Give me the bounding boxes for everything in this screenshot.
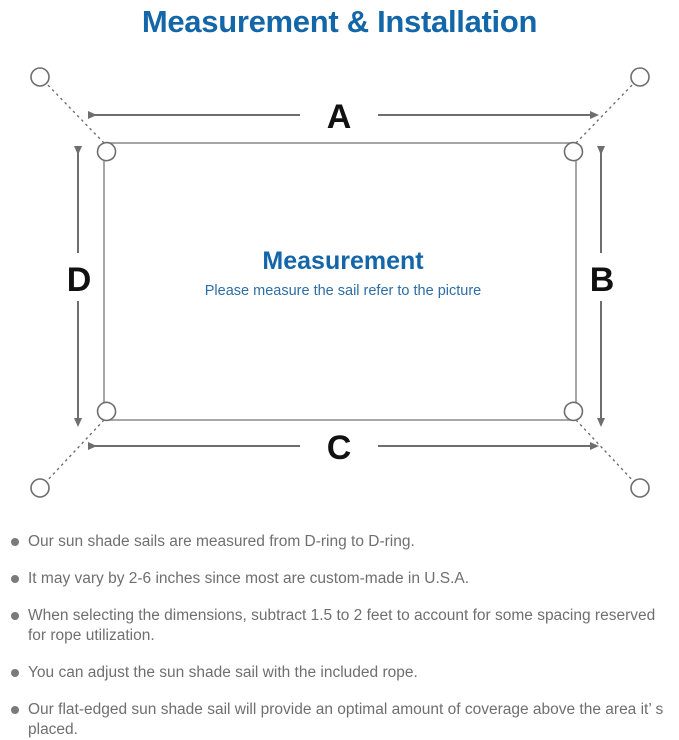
d-ring-top-right: [563, 141, 584, 162]
sail-rectangle: [103, 142, 577, 421]
diagram-center-heading: Measurement: [262, 247, 424, 275]
list-item: It may vary by 2-6 inches since most are…: [0, 569, 679, 589]
anchor-point-top-left: [30, 67, 50, 87]
dimension-b: B: [590, 146, 615, 427]
d-ring-bottom-left: [96, 401, 117, 422]
diagram-center-subtext: Please measure the sail refer to the pic…: [205, 283, 481, 299]
rope-top-left: [43, 80, 105, 144]
bullet-icon: [11, 575, 19, 583]
list-item: When selecting the dimensions, subtract …: [0, 606, 679, 646]
bullet-icon: [11, 669, 19, 677]
rope-bottom-right: [575, 419, 637, 485]
dimension-b-label: B: [590, 261, 615, 299]
dimension-d: D: [67, 146, 92, 427]
anchor-point-top-right: [630, 67, 650, 87]
list-item: You can adjust the sun shade sail with t…: [0, 663, 679, 683]
anchor-point-bottom-right: [630, 478, 650, 498]
rope-top-right: [575, 80, 637, 144]
note-text: Our flat-edged sun shade sail will provi…: [28, 701, 664, 738]
list-item: Our flat-edged sun shade sail will provi…: [0, 700, 679, 740]
dimension-a: A: [88, 98, 599, 136]
rope-bottom-left: [43, 419, 105, 485]
note-text: You can adjust the sun shade sail with t…: [28, 664, 418, 681]
dimension-d-label: D: [67, 261, 92, 299]
dimension-a-label: A: [327, 98, 352, 136]
list-item: Our sun shade sails are measured from D-…: [0, 532, 679, 552]
bullet-icon: [11, 706, 19, 714]
sun-shade-sail-measurement-diagram: A C D B Measurement Please measure the s…: [0, 48, 679, 518]
note-text: When selecting the dimensions, subtract …: [28, 607, 656, 644]
d-ring-bottom-right: [563, 401, 584, 422]
dimension-c-label: C: [327, 429, 352, 467]
anchor-point-bottom-left: [30, 478, 50, 498]
d-ring-top-left: [96, 141, 117, 162]
note-text: Our sun shade sails are measured from D-…: [28, 533, 415, 550]
bullet-icon: [11, 538, 19, 546]
dimension-c: C: [88, 429, 599, 467]
bullet-icon: [11, 612, 19, 620]
page-title: Measurement & Installation: [141, 4, 538, 39]
note-text: It may vary by 2-6 inches since most are…: [28, 570, 470, 587]
notes-list: Our sun shade sails are measured from D-…: [0, 522, 679, 739]
